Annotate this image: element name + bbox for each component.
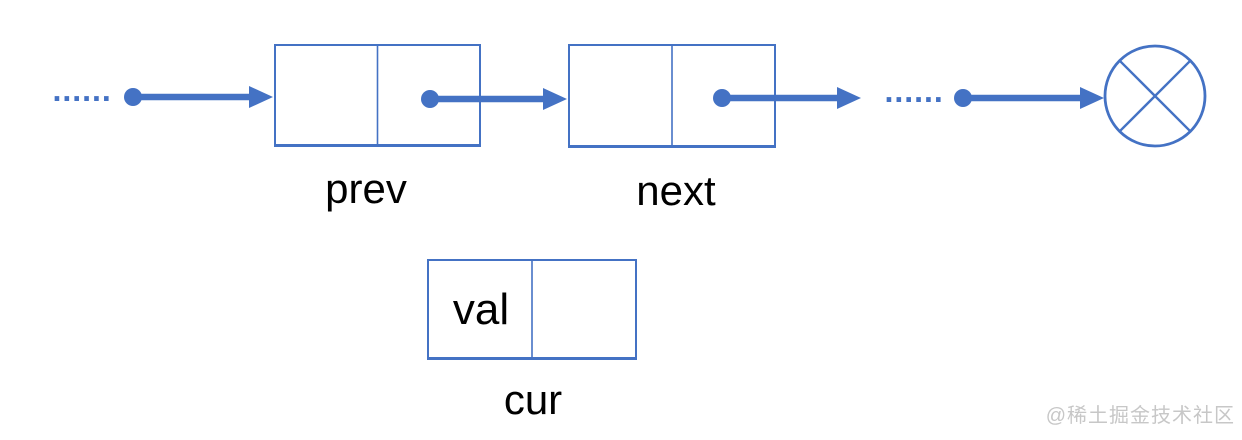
arrow-head-icon [837, 87, 861, 109]
null-cross-line [1119, 60, 1191, 132]
pointer-arrow-into-prev [124, 86, 273, 108]
watermark: @稀土掘金技术社区 [1045, 405, 1235, 427]
pointer-arrow-into-null [954, 87, 1104, 109]
pointer-arrow-next-onward [713, 87, 861, 109]
cell-value-val: val [452, 285, 510, 334]
node-label-next: next [636, 167, 716, 214]
arrow-head-icon [543, 88, 567, 110]
node-box-cur [427, 259, 637, 360]
arrow-head-icon [249, 86, 273, 108]
null-circle [1103, 44, 1207, 148]
null-terminator-icon [1103, 44, 1207, 148]
pointer-arrow-prev-to-next [421, 88, 567, 110]
node-box-prev [274, 44, 481, 147]
arrow-head-icon [1080, 87, 1104, 109]
ellipsis-left: ...... [52, 78, 112, 108]
node-label-prev: prev [325, 165, 407, 212]
node-label-cur: cur [503, 376, 563, 423]
ellipsis-right: ...... [884, 79, 944, 109]
